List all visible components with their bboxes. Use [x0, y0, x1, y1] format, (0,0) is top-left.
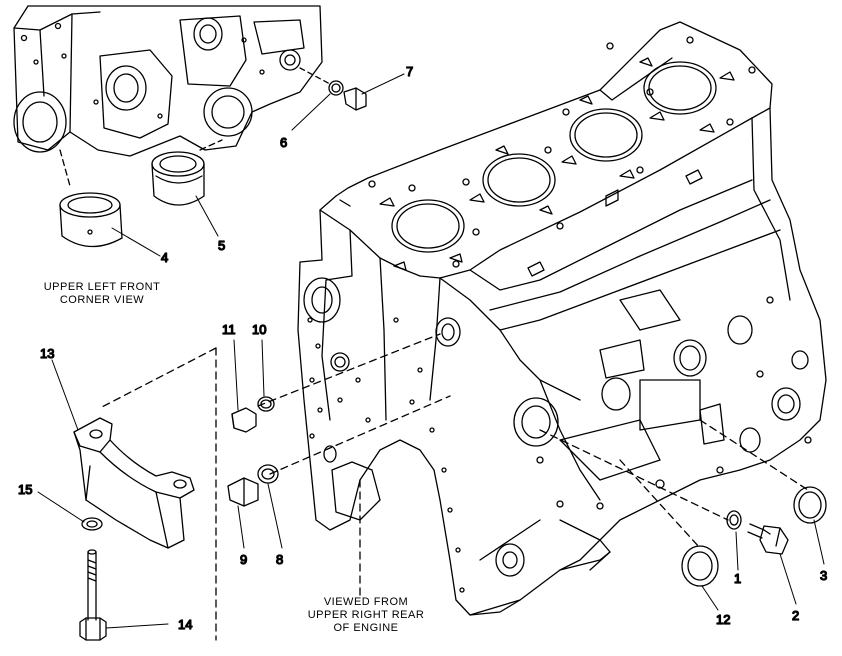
- leader-dash-4: [59, 149, 71, 187]
- callout-2: 2: [792, 608, 799, 623]
- callout-11: 11: [222, 322, 236, 337]
- seal-3: [793, 486, 827, 524]
- washer-15: [81, 517, 103, 531]
- callout-3: 3: [820, 568, 827, 583]
- bolt-2: [747, 523, 789, 555]
- inset-caption-line-2: CORNER VIEW: [59, 294, 145, 306]
- main-caption-line-2: UPPER RIGHT REAR: [307, 609, 425, 621]
- inset-block-corner: [13, 5, 323, 157]
- bearing-cap-13: [73, 417, 195, 549]
- main-caption-line-1: VIEWED FROM: [323, 596, 409, 608]
- callout-10: 10: [252, 322, 266, 337]
- callout-12: 12: [716, 612, 730, 627]
- callout-leaders: [37, 73, 825, 629]
- plug-11: [231, 407, 257, 433]
- main-view-caption: VIEWED FROM UPPER RIGHT REAR OF ENGINE: [296, 596, 436, 635]
- inset-caption: UPPER LEFT FRONT CORNER VIEW: [22, 281, 182, 307]
- callout-7: 7: [406, 64, 413, 79]
- callout-5: 5: [218, 238, 225, 253]
- plug-9: [227, 477, 259, 507]
- callout-8: 8: [276, 552, 283, 567]
- o-ring-8: [257, 464, 279, 484]
- bolt-14: [79, 549, 107, 641]
- callout-6: 6: [280, 135, 287, 150]
- seal-12: [681, 545, 719, 587]
- washer-1: [726, 510, 742, 530]
- callout-14: 14: [178, 617, 192, 632]
- callout-4: 4: [161, 250, 168, 265]
- leader-dash-5: [199, 139, 223, 151]
- callout-1: 1: [734, 571, 741, 586]
- expansion-plug-5: [151, 151, 205, 206]
- main-caption-line-3: OF ENGINE: [333, 622, 399, 634]
- callout-9: 9: [240, 552, 247, 567]
- o-ring-10: [257, 396, 275, 412]
- o-ring-6: [328, 80, 344, 96]
- inset-caption-line-1: UPPER LEFT FRONT: [43, 281, 161, 293]
- engine-block: [297, 21, 827, 616]
- callout-13: 13: [40, 346, 54, 361]
- leader-dashes: [99, 333, 809, 641]
- callout-15: 15: [18, 482, 32, 497]
- cam-bushing-4: [59, 192, 123, 248]
- plug-7: [343, 87, 367, 111]
